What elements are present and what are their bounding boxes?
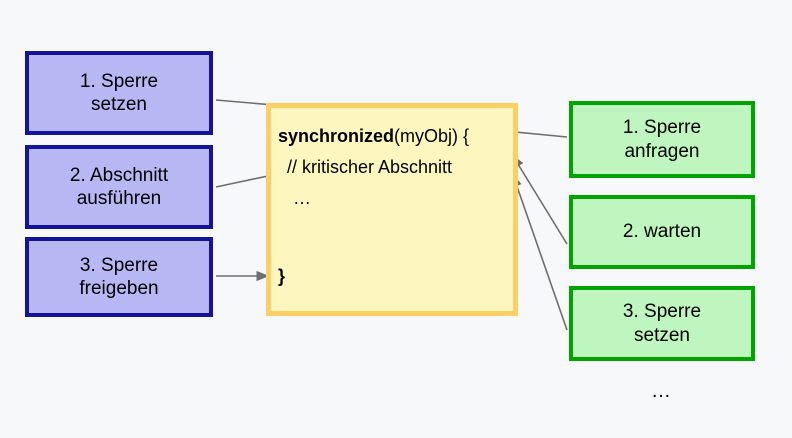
left-step-2-line1: 2. Abschnitt <box>69 164 169 186</box>
left-step-2-line2: ausführen <box>76 188 162 209</box>
left-step-1-box[interactable]: 1. Sperre setzen <box>25 51 213 135</box>
left-step-3-line2: freigeben <box>79 278 159 299</box>
left-step-2-box[interactable]: 2. Abschnitt ausführen <box>25 145 213 229</box>
code-line-3-ellipsis: … <box>293 188 313 208</box>
code-line-2-comment: // kritischer Abschnitt <box>287 157 453 177</box>
right-column-trailing-ellipsis: … <box>651 380 673 402</box>
right-step-1-box[interactable]: 1. Sperre anfragen <box>569 101 755 178</box>
left-step-1-line1: 1. Sperre <box>79 70 159 92</box>
right-step-3-line1: 3. Sperre <box>622 301 702 323</box>
right-step-1-line2: anfragen <box>624 140 700 162</box>
left-step-3-line1: 3. Sperre <box>79 254 159 276</box>
arrow-right-3 <box>511 173 568 331</box>
right-step-3-box[interactable]: 3. Sperre setzen <box>569 286 755 361</box>
right-step-3-line2: setzen <box>634 324 690 346</box>
right-step-1-line1: 1. Sperre <box>622 117 702 139</box>
arrow-right-2 <box>512 154 568 245</box>
code-keyword-synchronized: synchronized <box>278 126 395 146</box>
code-line-1-rest: (myObj) { <box>394 126 470 146</box>
left-step-1-line2: setzen <box>91 94 147 115</box>
right-step-2-line1: 2. warten <box>622 221 702 243</box>
left-step-3-box[interactable]: 3. Sperre freigeben <box>25 237 213 317</box>
code-line-4-closing-brace: } <box>278 266 286 286</box>
code-line-1: synchronized(myObj) { <box>278 126 469 148</box>
right-step-2-box[interactable]: 2. warten <box>569 195 755 269</box>
synchronized-code-block[interactable]: synchronized(myObj) { // kritischer Absc… <box>266 103 518 316</box>
